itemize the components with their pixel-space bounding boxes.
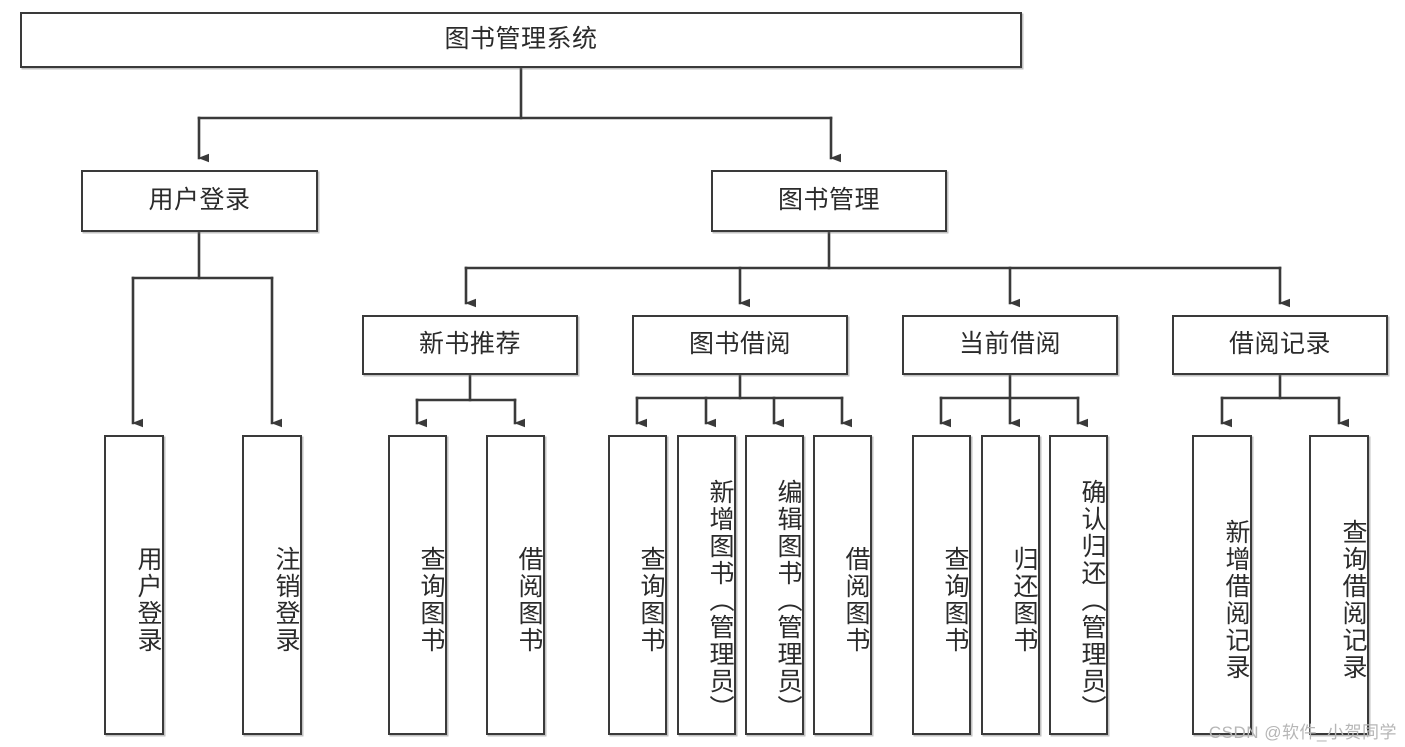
csdn-watermark: CSDN @软件_小贺同学: [1208, 723, 1397, 742]
leaf-user-login[interactable]: 用户登录: [104, 435, 164, 735]
node-root[interactable]: 图书管理系统: [20, 12, 1022, 68]
leaf-add-book-label: 新增图书（管理员）: [706, 478, 734, 722]
leaf-borrow-book-2-label: 借阅图书: [842, 546, 870, 654]
node-book-manage[interactable]: 图书管理: [711, 170, 947, 232]
leaf-query-book-2[interactable]: 查询图书: [608, 435, 667, 735]
node-user-login-label: 用户登录: [148, 186, 251, 215]
node-user-login[interactable]: 用户登录: [81, 170, 318, 232]
leaf-return-book-label: 归还图书: [1010, 546, 1038, 654]
leaf-borrow-book-1[interactable]: 借阅图书: [486, 435, 545, 735]
leaf-user-login-label: 用户登录: [134, 546, 162, 654]
leaf-edit-book[interactable]: 编辑图书（管理员）: [745, 435, 804, 735]
node-book-borrow-label: 图书借阅: [688, 330, 791, 359]
leaf-query-book-1-label: 查询图书: [417, 546, 445, 654]
leaf-query-book-2-label: 查询图书: [637, 546, 665, 654]
node-book-manage-label: 图书管理: [777, 186, 880, 215]
leaf-confirm-return-label: 确认归还（管理员）: [1078, 478, 1106, 722]
leaf-query-record-label: 查询借阅记录: [1339, 519, 1367, 681]
leaf-logout-login-label: 注销登录: [272, 546, 300, 654]
node-current-borrow-label: 当前借阅: [958, 330, 1061, 359]
node-current-borrow[interactable]: 当前借阅: [902, 315, 1118, 375]
node-new-book-rec-label: 新书推荐: [418, 330, 521, 359]
node-book-borrow[interactable]: 图书借阅: [632, 315, 848, 375]
leaf-add-record-label: 新增借阅记录: [1222, 519, 1250, 681]
node-new-book-rec[interactable]: 新书推荐: [362, 315, 578, 375]
node-root-label: 图书管理系统: [444, 25, 598, 54]
leaf-query-book-3[interactable]: 查询图书: [912, 435, 971, 735]
leaf-borrow-book-1-label: 借阅图书: [515, 546, 543, 654]
leaf-logout-login[interactable]: 注销登录: [242, 435, 302, 735]
leaf-return-book[interactable]: 归还图书: [981, 435, 1040, 735]
node-borrow-record-label: 借阅记录: [1228, 330, 1331, 359]
leaf-query-book-1[interactable]: 查询图书: [388, 435, 447, 735]
leaf-query-book-3-label: 查询图书: [941, 546, 969, 654]
leaf-edit-book-label: 编辑图书（管理员）: [774, 478, 802, 722]
leaf-confirm-return[interactable]: 确认归还（管理员）: [1049, 435, 1108, 735]
leaf-borrow-book-2[interactable]: 借阅图书: [813, 435, 872, 735]
leaf-add-record[interactable]: 新增借阅记录: [1192, 435, 1252, 735]
node-borrow-record[interactable]: 借阅记录: [1172, 315, 1388, 375]
leaf-add-book[interactable]: 新增图书（管理员）: [677, 435, 736, 735]
leaf-query-record[interactable]: 查询借阅记录: [1309, 435, 1369, 735]
